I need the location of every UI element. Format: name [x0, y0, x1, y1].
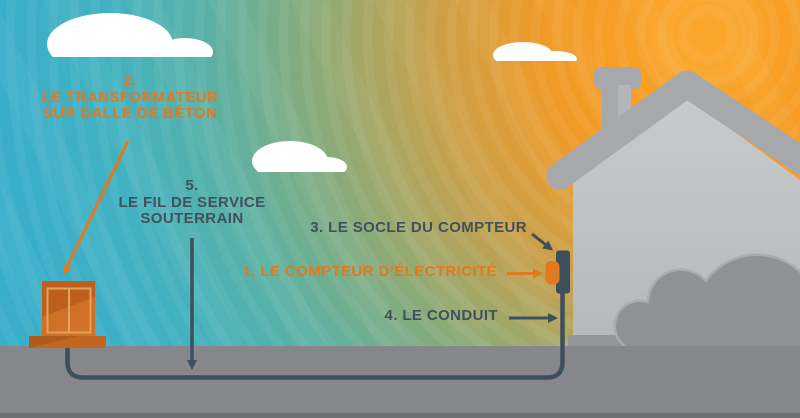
cloud-icon-small — [493, 42, 577, 61]
transformer-doors — [46, 287, 92, 334]
label-meter: 1. LE COMPTEUR D’ÉLECTRICITÉ — [242, 263, 497, 280]
ground — [0, 346, 800, 418]
label-transformer-number: 2. — [123, 72, 137, 89]
label-meter-socket: 3. LE SOCLE DU COMPTEUR — [310, 219, 527, 236]
label-service-wire-number: 5. — [185, 177, 199, 194]
label-transformer: 2. LE TRANSFORMATEUR SUR DALLE DE BÉTON — [30, 72, 230, 123]
subsoil-strip — [0, 413, 800, 418]
transformer — [29, 281, 106, 348]
label-service-wire-line2: SOUTERRAIN — [140, 210, 244, 227]
label-transformer-line1: LE TRANSFORMATEUR — [41, 88, 219, 106]
concrete-pad-shade — [29, 336, 78, 348]
chimney-cap — [594, 67, 641, 89]
arrow-meter-socket — [531, 232, 554, 251]
house-roof — [546, 70, 800, 190]
label-transformer-line2: SUR DALLE DE BÉTON — [42, 105, 218, 122]
label-conduit: 4. LE CONDUIT — [384, 307, 498, 324]
service-wire-conduit — [65, 287, 565, 380]
label-service-wire: 5. LE FIL DE SERVICE SOUTERRAIN — [92, 177, 292, 228]
cloud-icon-middle — [252, 141, 347, 172]
concrete-pad — [29, 336, 106, 348]
cloud-icon-large — [47, 13, 213, 57]
label-service-wire-line1: LE FIL DE SERVICE — [118, 193, 266, 211]
meter-socket — [556, 250, 570, 294]
sun-icon — [689, 16, 727, 54]
arrow-transformer — [62, 140, 130, 276]
electricity-meter — [545, 261, 560, 285]
